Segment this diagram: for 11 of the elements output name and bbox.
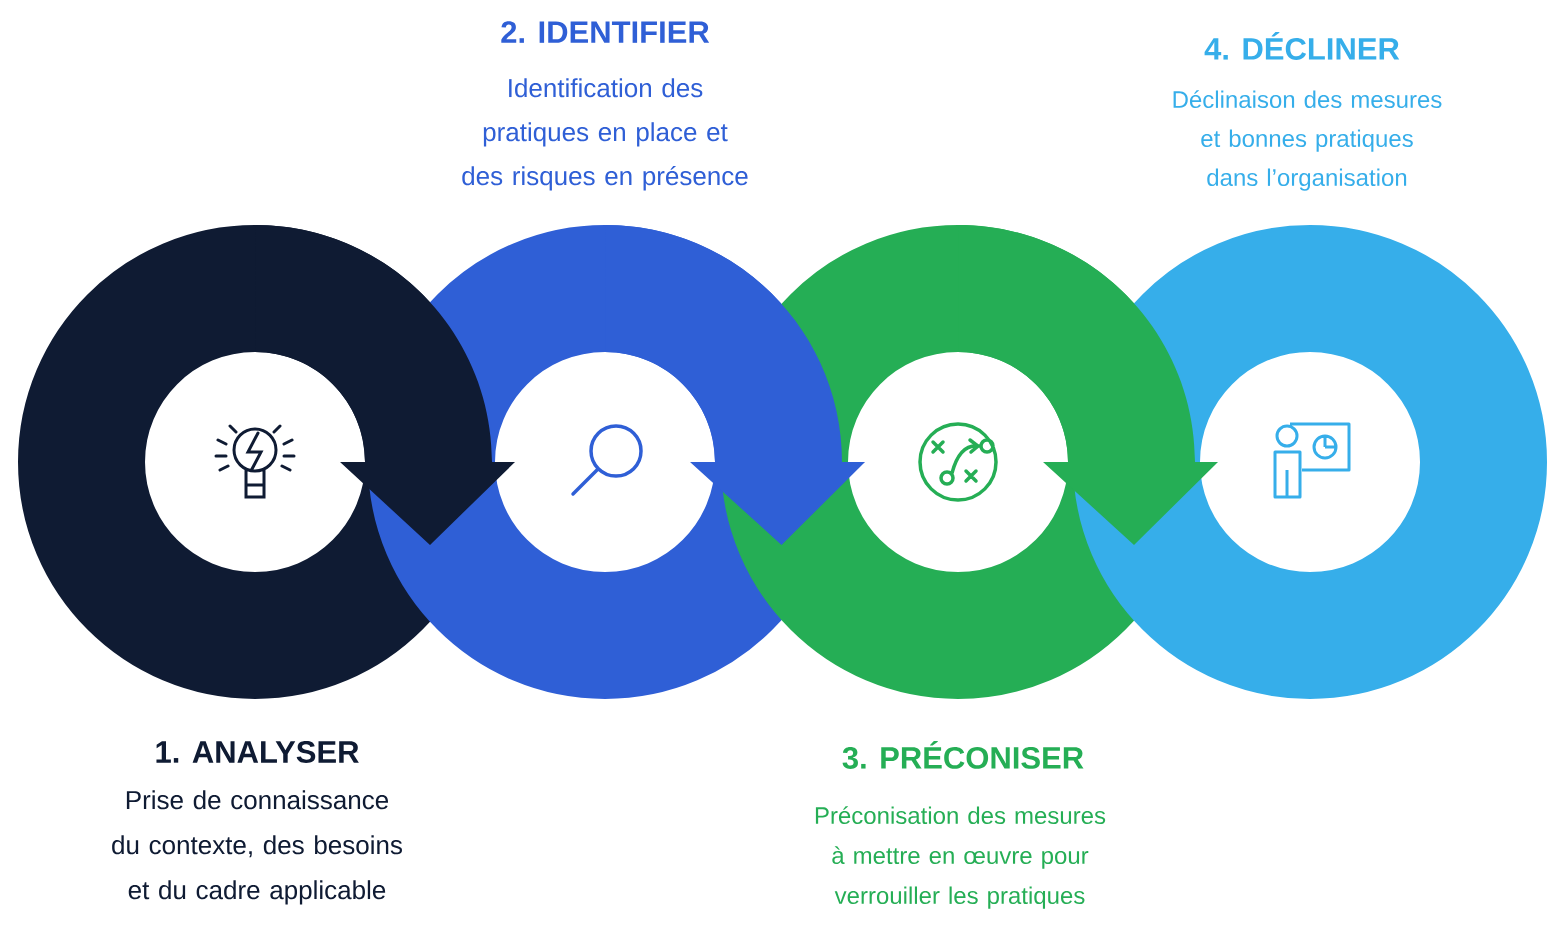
step-description: Préconisation des mesures à mettre en œuvre pour verrouiller les pratiques [815, 806, 1106, 909]
arrow [255, 225, 515, 545]
arrow [605, 225, 865, 545]
step-heading: 2. IDENTIFIER [501, 21, 710, 43]
step-heading: 1. ANALYSER [156, 741, 359, 763]
arrow [958, 225, 1218, 545]
step-heading: 3. PRÉCONISER [842, 741, 1084, 769]
step-description: Identification des pratiques en place et des risques en présence [462, 78, 748, 191]
step-heading: 4. DÉCLINER [1204, 32, 1400, 60]
step-description: Prise de connaissance du contexte, des besoins et du cadre applicable [112, 790, 402, 905]
step-description: Déclinaison des mesures et bonnes pratiques dans l’organisation [1173, 90, 1442, 191]
